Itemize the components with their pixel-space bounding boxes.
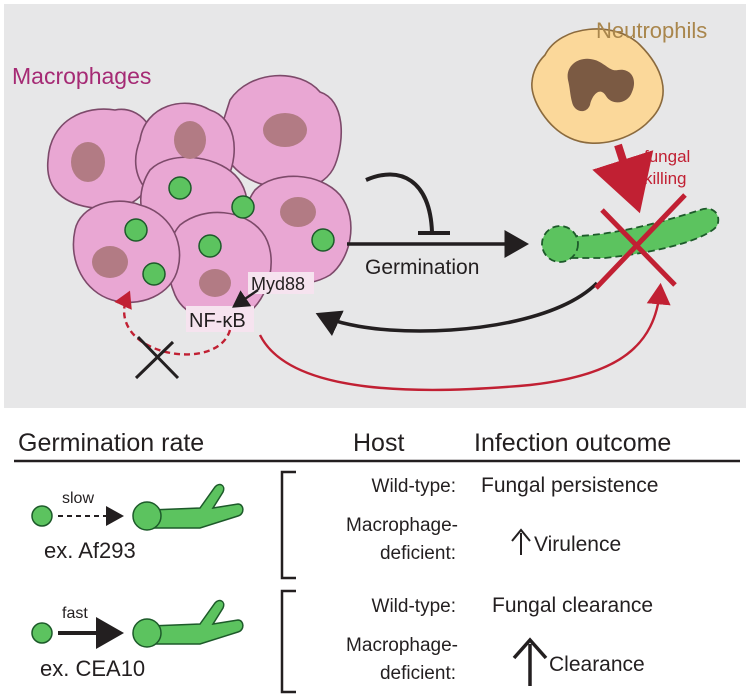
- neutrophil-killing-arrow: [592, 143, 654, 214]
- slow-bracket: [280, 470, 296, 580]
- inhibition-arc: [365, 172, 434, 233]
- nfkb-label: NF-κB: [189, 310, 246, 332]
- hyphae-to-macrophage-arrow: [315, 281, 599, 337]
- macrophages-label: Macrophages: [12, 63, 151, 89]
- macrophage-nucleus: [263, 113, 307, 147]
- row1-host-deficient: deficient:: [380, 543, 456, 564]
- row1-host-macrophage: Macrophage-: [346, 515, 458, 536]
- block-x-icon: [134, 335, 180, 380]
- fungal-killing-x-icon: [594, 193, 687, 290]
- fast-germination-row: fast ex. CEA10 Wild-type: Fungal clearan…: [31, 589, 653, 694]
- fast-hypha-icon: [149, 599, 244, 645]
- nfkb-to-killing-arrow: [258, 282, 671, 392]
- slow-label: slow: [62, 490, 94, 507]
- macrophage-nucleus: [280, 197, 316, 227]
- slow-hypha-spore: [132, 501, 162, 531]
- nfkb-label-background: [186, 306, 254, 332]
- slow-strain-label: ex. Af293: [44, 538, 136, 563]
- hypha-spore: [541, 225, 579, 263]
- row1-outcome-persistence: Fungal persistence: [481, 474, 658, 497]
- conidium: [142, 262, 166, 286]
- macrophage-cell: [167, 211, 272, 322]
- slow-conidium: [31, 505, 53, 527]
- fast-label: fast: [62, 605, 88, 622]
- fast-bracket: [280, 589, 296, 694]
- row2-outcome-clearance: Fungal clearance: [492, 594, 653, 617]
- small-up-arrow-head: [511, 528, 531, 542]
- row2-host-deficient: deficient:: [380, 663, 456, 684]
- blocked-macrophage-feedback-arrow: [114, 290, 232, 356]
- header-germination-rate: Germination rate: [18, 429, 204, 457]
- conidium: [124, 218, 148, 242]
- conidium: [198, 234, 222, 258]
- conidium: [231, 195, 255, 219]
- fast-strain-label: ex. CEA10: [40, 656, 145, 681]
- fast-conidium: [31, 622, 53, 644]
- macrophage-nucleus: [174, 121, 206, 159]
- neutrophil-nucleus: [567, 58, 635, 112]
- conidium: [168, 176, 192, 200]
- row1-outcome-virulence: Virulence: [534, 533, 621, 556]
- fungal-killing-label-line2: killing: [644, 169, 687, 188]
- myd88-label-background: [248, 272, 314, 294]
- myd88-label: Myd88: [251, 274, 305, 294]
- row2-host-wildtype: Wild-type:: [372, 596, 456, 617]
- macrophage-nucleus: [92, 246, 128, 278]
- macrophage-cluster: [46, 74, 352, 322]
- conidium: [311, 228, 335, 252]
- large-up-arrow-head: [512, 637, 548, 660]
- row1-host-wildtype: Wild-type:: [372, 476, 456, 497]
- macrophage-nucleus: [199, 269, 231, 297]
- internalized-conidia: [124, 176, 335, 286]
- myd88-to-nfkb-arrow: [232, 289, 259, 308]
- header-host: Host: [353, 429, 404, 457]
- neutrophil-cell: [531, 28, 664, 144]
- macrophage-nucleus: [71, 142, 105, 182]
- header-infection-outcome: Infection outcome: [474, 429, 671, 457]
- germination-label: Germination: [365, 256, 479, 279]
- slow-hypha-icon: [149, 483, 244, 529]
- fungal-killing-label-line1: fungal: [644, 147, 690, 166]
- row2-outcome-clearance-deficient: Clearance: [549, 653, 645, 676]
- slow-germination-row: slow ex. Af293 Wild-type: Fungal persist…: [31, 470, 658, 580]
- macrophage-nuclei: [71, 113, 316, 297]
- neutrophils-label: Neutrophils: [596, 18, 707, 43]
- fast-hypha-spore: [132, 618, 162, 648]
- row2-host-macrophage: Macrophage-: [346, 635, 458, 656]
